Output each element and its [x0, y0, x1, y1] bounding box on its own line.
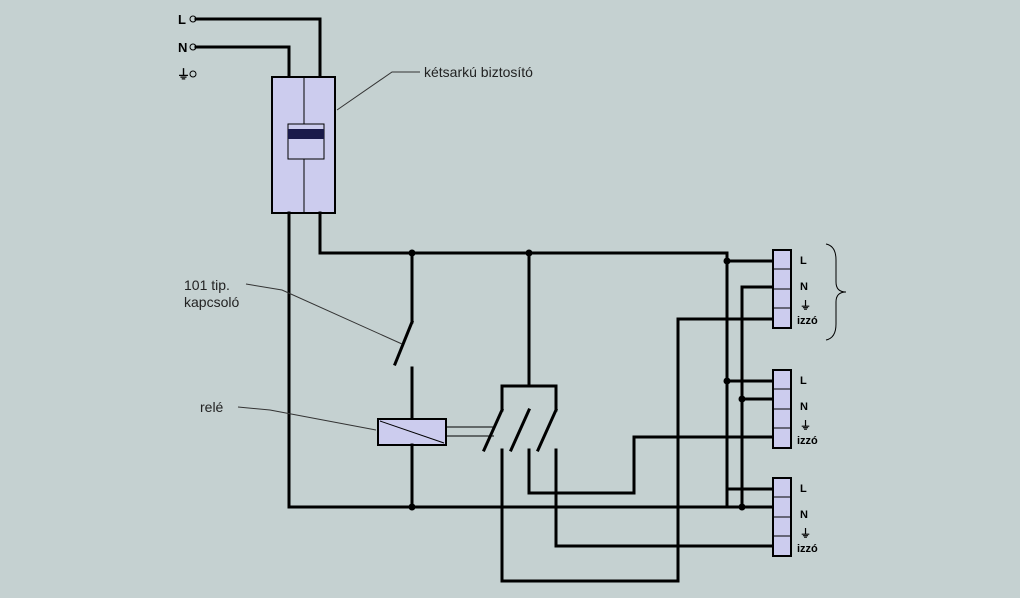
- fuse-element: [288, 129, 324, 139]
- supply-earth-terminal: [189, 70, 197, 78]
- relay-leader: [237, 406, 377, 431]
- outlet-1-earth-icon: ⏚: [800, 299, 811, 312]
- supply-terminals: L N ⏚: [177, 12, 197, 82]
- switch-101: [393, 251, 414, 422]
- outlet-1-neutral-label: N: [800, 281, 808, 293]
- relay-label: relé: [200, 399, 224, 415]
- main-wires: [287, 211, 775, 509]
- junction-dots: [408, 249, 746, 511]
- fuse-label: kétsarkú biztosító: [424, 64, 533, 80]
- outlet-2-neutral-label: N: [800, 401, 808, 413]
- double-pole-fuse: [271, 76, 336, 214]
- supply-earth-icon: ⏚: [177, 67, 190, 82]
- switch-leader: [245, 283, 403, 345]
- outlet-group-brace: [825, 243, 847, 341]
- outlet-3-lamp-label: izzó: [797, 543, 818, 555]
- outlet-1-lamp-label: izzó: [797, 315, 818, 327]
- outlet-block-2: L N ⏚ izzó: [772, 369, 818, 449]
- outlet-2-earth-icon: ⏚: [800, 419, 811, 432]
- outlet-2-phase-label: L: [800, 375, 807, 387]
- supply-wires: [194, 17, 322, 79]
- outlet-block-3: L N ⏚ izzó: [772, 477, 818, 557]
- outlet-1-phase-label: L: [800, 255, 807, 267]
- switch-label-line2: kapcsoló: [184, 294, 239, 310]
- fuse-leader: [336, 71, 420, 111]
- supply-neutral-label: N: [178, 40, 187, 55]
- relay-coil: [377, 418, 494, 509]
- relay-contacts: [482, 251, 775, 583]
- outlet-3-neutral-label: N: [800, 509, 808, 521]
- outlet-block-1: L N ⏚ izzó: [772, 249, 818, 329]
- outlet-3-earth-icon: ⏚: [800, 527, 811, 540]
- switch-label-line1: 101 tip.: [184, 277, 230, 293]
- supply-phase-label: L: [178, 12, 186, 27]
- outlet-2-lamp-label: izzó: [797, 435, 818, 447]
- outlet-3-phase-label: L: [800, 483, 807, 495]
